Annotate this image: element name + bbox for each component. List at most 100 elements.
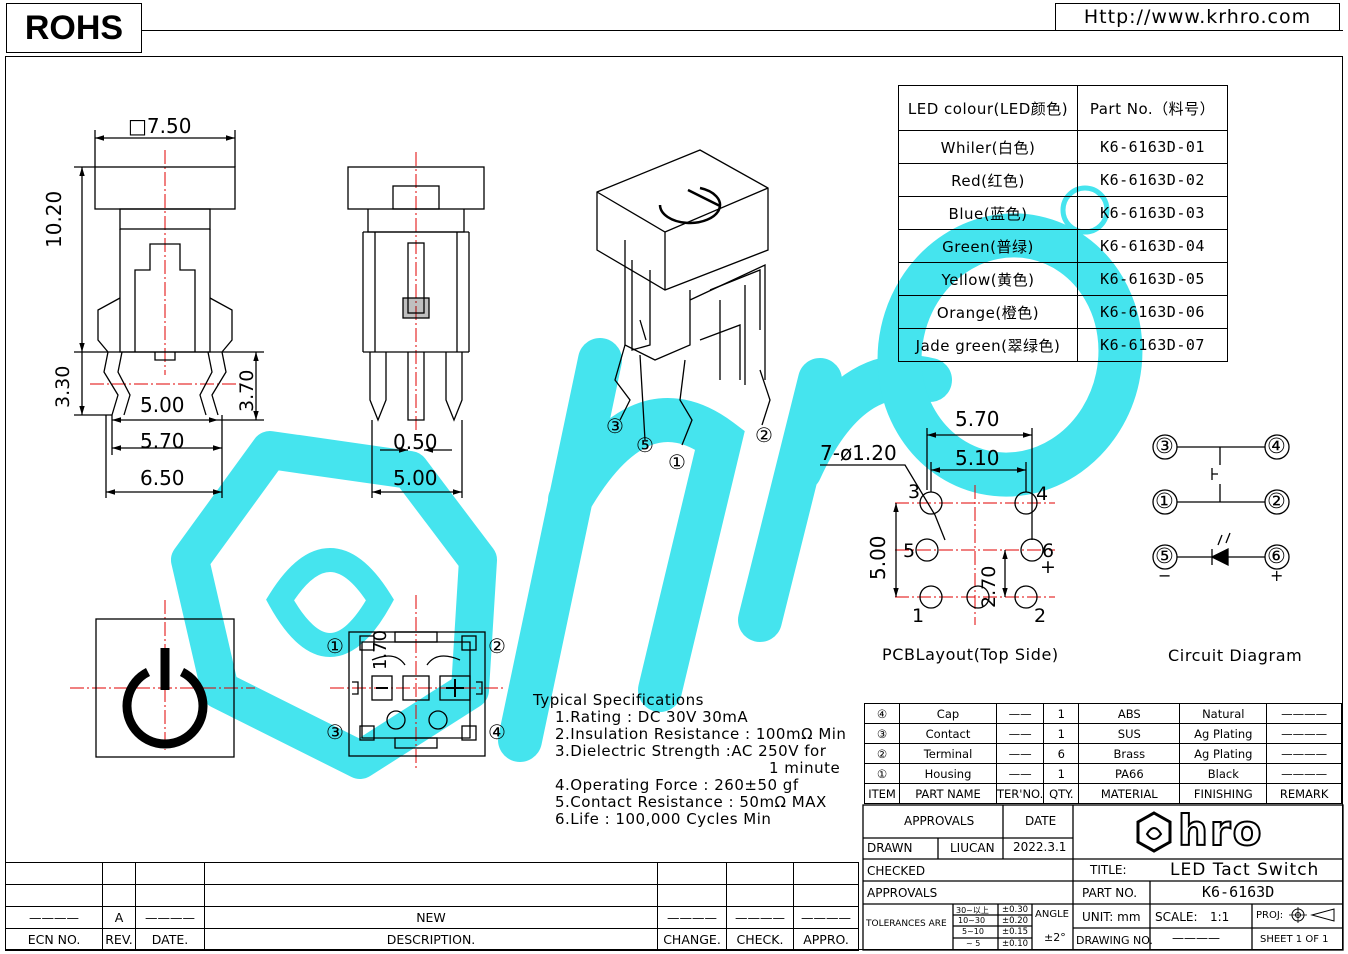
rev-header: DESCRIPTION.: [204, 928, 658, 951]
pcb-dim-270: 2.70: [978, 565, 1000, 608]
tb-unit: UNIT: mm: [1082, 910, 1141, 924]
pcb-dim-510: 5.10: [955, 446, 1000, 470]
tb-angle-value: ±2°: [1044, 931, 1066, 944]
tb-tol-range: 10~30: [958, 916, 986, 925]
rev-date: ————: [135, 906, 205, 929]
dim-height: 10.20: [42, 190, 66, 248]
iso-pin-5: ⑤: [636, 433, 654, 457]
bom-header: MATERIAL: [1078, 783, 1181, 804]
tb-tol-range: 30~以上: [956, 906, 989, 915]
hro-logo-text: hro: [1177, 805, 1264, 856]
tb-drawn: DRAWN: [867, 841, 913, 855]
table-row: Whiler(白色)K6-6163D-01: [898, 130, 1228, 164]
spec-line: 4.Operating Force : 260±50 gf: [555, 776, 799, 794]
dim-170: 1.70: [370, 629, 391, 670]
table-row: [5, 862, 859, 885]
dim-050: 0.50: [393, 430, 438, 454]
bom-ter-no: ——: [995, 743, 1045, 764]
tb-scale: SCALE:: [1155, 910, 1198, 924]
pcb-pin-2: 2: [1034, 605, 1047, 627]
rohs-badge: ROHS: [6, 3, 142, 53]
bottom-pin-4: ④: [488, 720, 506, 744]
led-part-no: K6-6163D-07: [1077, 328, 1228, 362]
hro-logo-icon: [1136, 811, 1172, 853]
tb-drawing-no-value: ————: [1172, 931, 1220, 945]
rev-header: ECN NO.: [5, 928, 103, 951]
led-colour: Red(红色): [898, 163, 1078, 197]
tb-title: LED Tact Switch: [1170, 860, 1320, 880]
rev-header: REV.: [102, 928, 136, 951]
tb-tol-value: ±0.30: [1002, 905, 1029, 915]
pcb-caption: PCBLayout(Top Side): [882, 645, 1059, 664]
bom-finishing: Black: [1179, 763, 1268, 784]
dim-pin-length-2: 3.70: [236, 369, 258, 412]
pcb-pin-1: 1: [912, 605, 925, 627]
rev-change: ————: [657, 906, 727, 929]
pcb-pin-4: 4: [1036, 483, 1049, 505]
bom-header: FINISHING: [1179, 783, 1268, 804]
led-colour: Blue(蓝色): [898, 196, 1078, 230]
tb-angle: ANGLE: [1035, 909, 1069, 920]
led-part-no: K6-6163D-02: [1077, 163, 1228, 197]
bom-material: SUS: [1078, 723, 1181, 744]
bom-header: QTY.: [1043, 783, 1080, 804]
table-row: Green(普绿)K6-6163D-04: [898, 229, 1228, 263]
rev-header: CHECK.: [726, 928, 794, 951]
bom-item: ③: [864, 723, 900, 744]
led-part-no: K6-6163D-06: [1077, 295, 1228, 329]
led-header-colour: LED colour(LED颜色): [898, 85, 1078, 131]
spec-line: 3.Dielectric Strength :AC 250V for: [555, 742, 827, 760]
bom-ter-no: ——: [995, 723, 1045, 744]
tb-sheet: SHEET 1 OF 1: [1260, 934, 1329, 945]
table-row: Blue(蓝色)K6-6163D-03: [898, 196, 1228, 230]
circuit-node-1: ①: [1155, 489, 1174, 513]
table-row: ————A————NEW————————————: [5, 906, 859, 929]
bom-qty: 1: [1043, 703, 1080, 724]
dim-side-500: 5.00: [393, 466, 438, 490]
circuit-minus: −: [1158, 566, 1172, 585]
bom-material: Brass: [1078, 743, 1181, 764]
iso-pin-3: ③: [606, 414, 624, 438]
bom-ter-no: ——: [995, 763, 1045, 784]
pcb-pin-6: 6: [1042, 540, 1055, 562]
led-part-no: K6-6163D-01: [1077, 130, 1228, 164]
bom-remark: ————: [1266, 703, 1342, 724]
pcb-plus: +: [1040, 556, 1056, 578]
spec-line: 1.Rating : DC 30V 30mA: [555, 708, 749, 726]
tb-scale-value: 1:1: [1210, 910, 1230, 924]
rev-header: DATE.: [135, 928, 205, 951]
title-block-lines: [862, 804, 1344, 951]
centerlines: [70, 150, 1055, 770]
tb-proj: PROJ:: [1256, 910, 1284, 921]
bom-finishing: Natural: [1179, 703, 1268, 724]
bom-item: ②: [864, 743, 900, 764]
circuit-node-5: ⑤: [1155, 544, 1174, 568]
led-colour: Whiler(白色): [898, 130, 1078, 164]
table-row: Red(红色)K6-6163D-02: [898, 163, 1228, 197]
rev-description: NEW: [204, 906, 658, 929]
bom-finishing: Ag Plating: [1179, 743, 1268, 764]
dim-pin-length: 3.30: [52, 365, 74, 408]
tb-approvals2: APPROVALS: [867, 886, 938, 900]
bom-item: ④: [864, 703, 900, 724]
bom-part-name: Housing: [899, 763, 997, 784]
circuit-node-3: ③: [1155, 434, 1174, 458]
tb-part-no-label: PART NO.: [1082, 886, 1138, 900]
circuit-node-2: ②: [1267, 489, 1286, 513]
spec-line: 5.Contact Resistance : 50mΩ MAX: [555, 793, 827, 811]
bom-material: PA66: [1078, 763, 1181, 784]
bom-qty: 1: [1043, 723, 1080, 744]
bom-qty: 6: [1043, 743, 1080, 764]
led-part-no: K6-6163D-04: [1077, 229, 1228, 263]
pcb-holes-spec: 7-ø1.20: [820, 441, 897, 465]
pcb-dim-570: 5.70: [955, 407, 1000, 431]
tb-tol-range: 5~10: [962, 927, 984, 936]
tb-checked: CHECKED: [867, 864, 926, 878]
led-part-no: K6-6163D-03: [1077, 196, 1228, 230]
dim-650: 6.50: [140, 466, 185, 490]
table-row: Yellow(黄色)K6-6163D-05: [898, 262, 1228, 296]
